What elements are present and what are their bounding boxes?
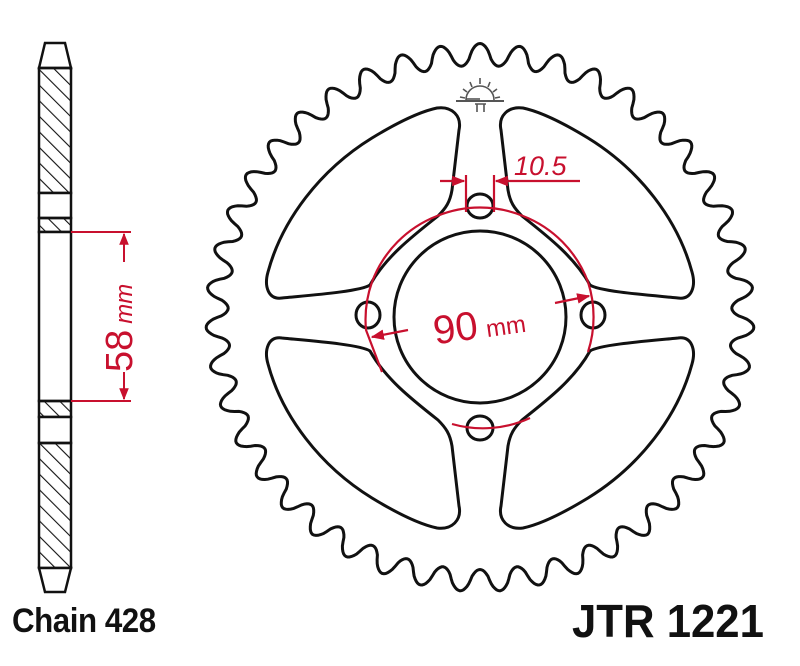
bolt-hole-dimension-label: 10.5 — [514, 151, 568, 181]
pcd-leader-right — [554, 293, 591, 305]
blank-section — [37, 191, 73, 220]
hatched-section-bottom — [37, 441, 73, 570]
pcd-leader-left — [370, 328, 409, 340]
pcd-arc-right — [586, 281, 595, 353]
cutout-bottom-right — [498, 336, 695, 530]
hub-section — [37, 230, 73, 403]
bolt-hole-top — [465, 192, 495, 220]
pcd-arc-top — [436, 206, 524, 218]
chain-size-label: Chain 428 — [12, 602, 156, 640]
pcd-dimension — [364, 206, 595, 430]
hatched-section-hub-bottom — [37, 399, 73, 419]
pcd-arc-top-left — [370, 214, 438, 283]
sprocket-front-view — [204, 41, 756, 593]
cutout-top-left — [265, 106, 462, 300]
center-bore — [392, 229, 568, 405]
blank-section — [37, 415, 73, 445]
offset-dimension-label: 58mm — [99, 284, 141, 372]
cutout-bottom-left — [265, 336, 462, 530]
sprocket-side-profile — [37, 41, 73, 594]
bolt-hole-dimension — [440, 175, 580, 212]
pcd-arc-left — [364, 281, 384, 373]
cutout-top-right — [498, 106, 695, 300]
sun-horizon-logo-icon — [456, 78, 504, 112]
part-number-label: JTR 1221 — [572, 595, 764, 647]
sprocket-teeth-outline — [204, 41, 756, 593]
hatched-section-hub-top — [37, 216, 73, 234]
lightening-cutouts — [265, 106, 695, 530]
top-taper — [37, 41, 73, 70]
offset-dimension: 58mm — [71, 231, 141, 402]
bottom-taper — [37, 566, 73, 594]
pcd-arc-bottom — [451, 417, 531, 430]
bolt-hole-left — [354, 300, 382, 330]
pcd-arc-top-right — [522, 214, 590, 283]
hatched-section-top — [37, 66, 73, 195]
